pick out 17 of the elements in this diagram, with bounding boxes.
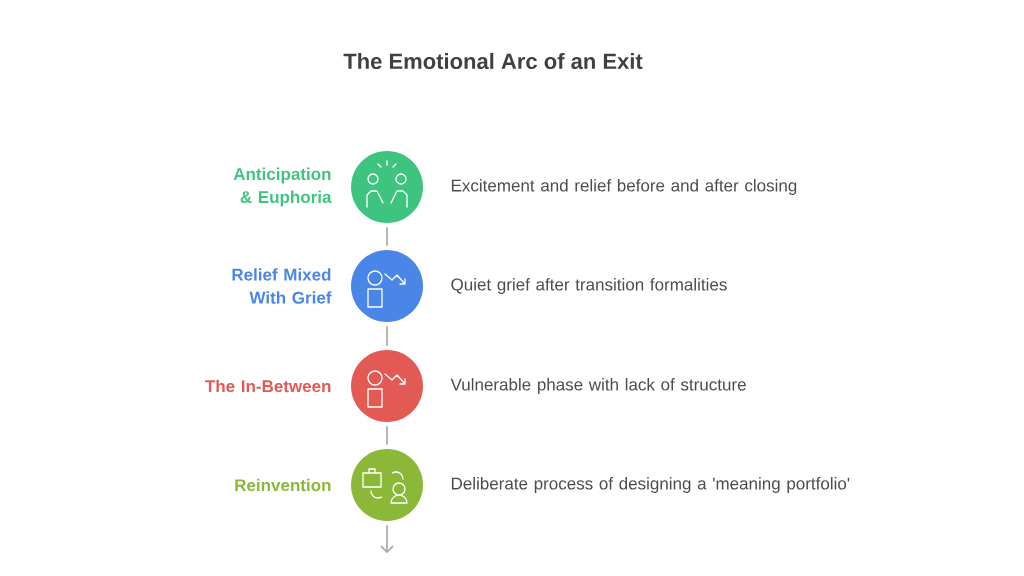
stage-title: Relief Mixed With Grief xyxy=(232,268,332,304)
connector xyxy=(386,325,388,347)
stage-description: Quiet grief after transition formalities xyxy=(451,278,727,294)
stage-title: Reinvention xyxy=(235,478,331,492)
stage-circle xyxy=(351,151,423,223)
stage-description: Vulnerable phase with lack of structure xyxy=(450,378,746,394)
connector xyxy=(386,226,388,247)
connector xyxy=(380,524,394,554)
stage-circle xyxy=(351,449,423,521)
stage-circle xyxy=(351,350,423,422)
title: The Emotional Arc of an Exit xyxy=(343,52,643,70)
stage-title: The In-Between xyxy=(205,379,331,393)
stage-title: Anticipation & Euphoria xyxy=(233,167,332,207)
stage-circle xyxy=(351,250,423,322)
connector xyxy=(386,425,388,446)
stage-description: Excitement and relief before and after closing xyxy=(451,179,797,195)
stage-description: Deliberate process of designing a 'meaning portfolio' xyxy=(451,477,850,493)
